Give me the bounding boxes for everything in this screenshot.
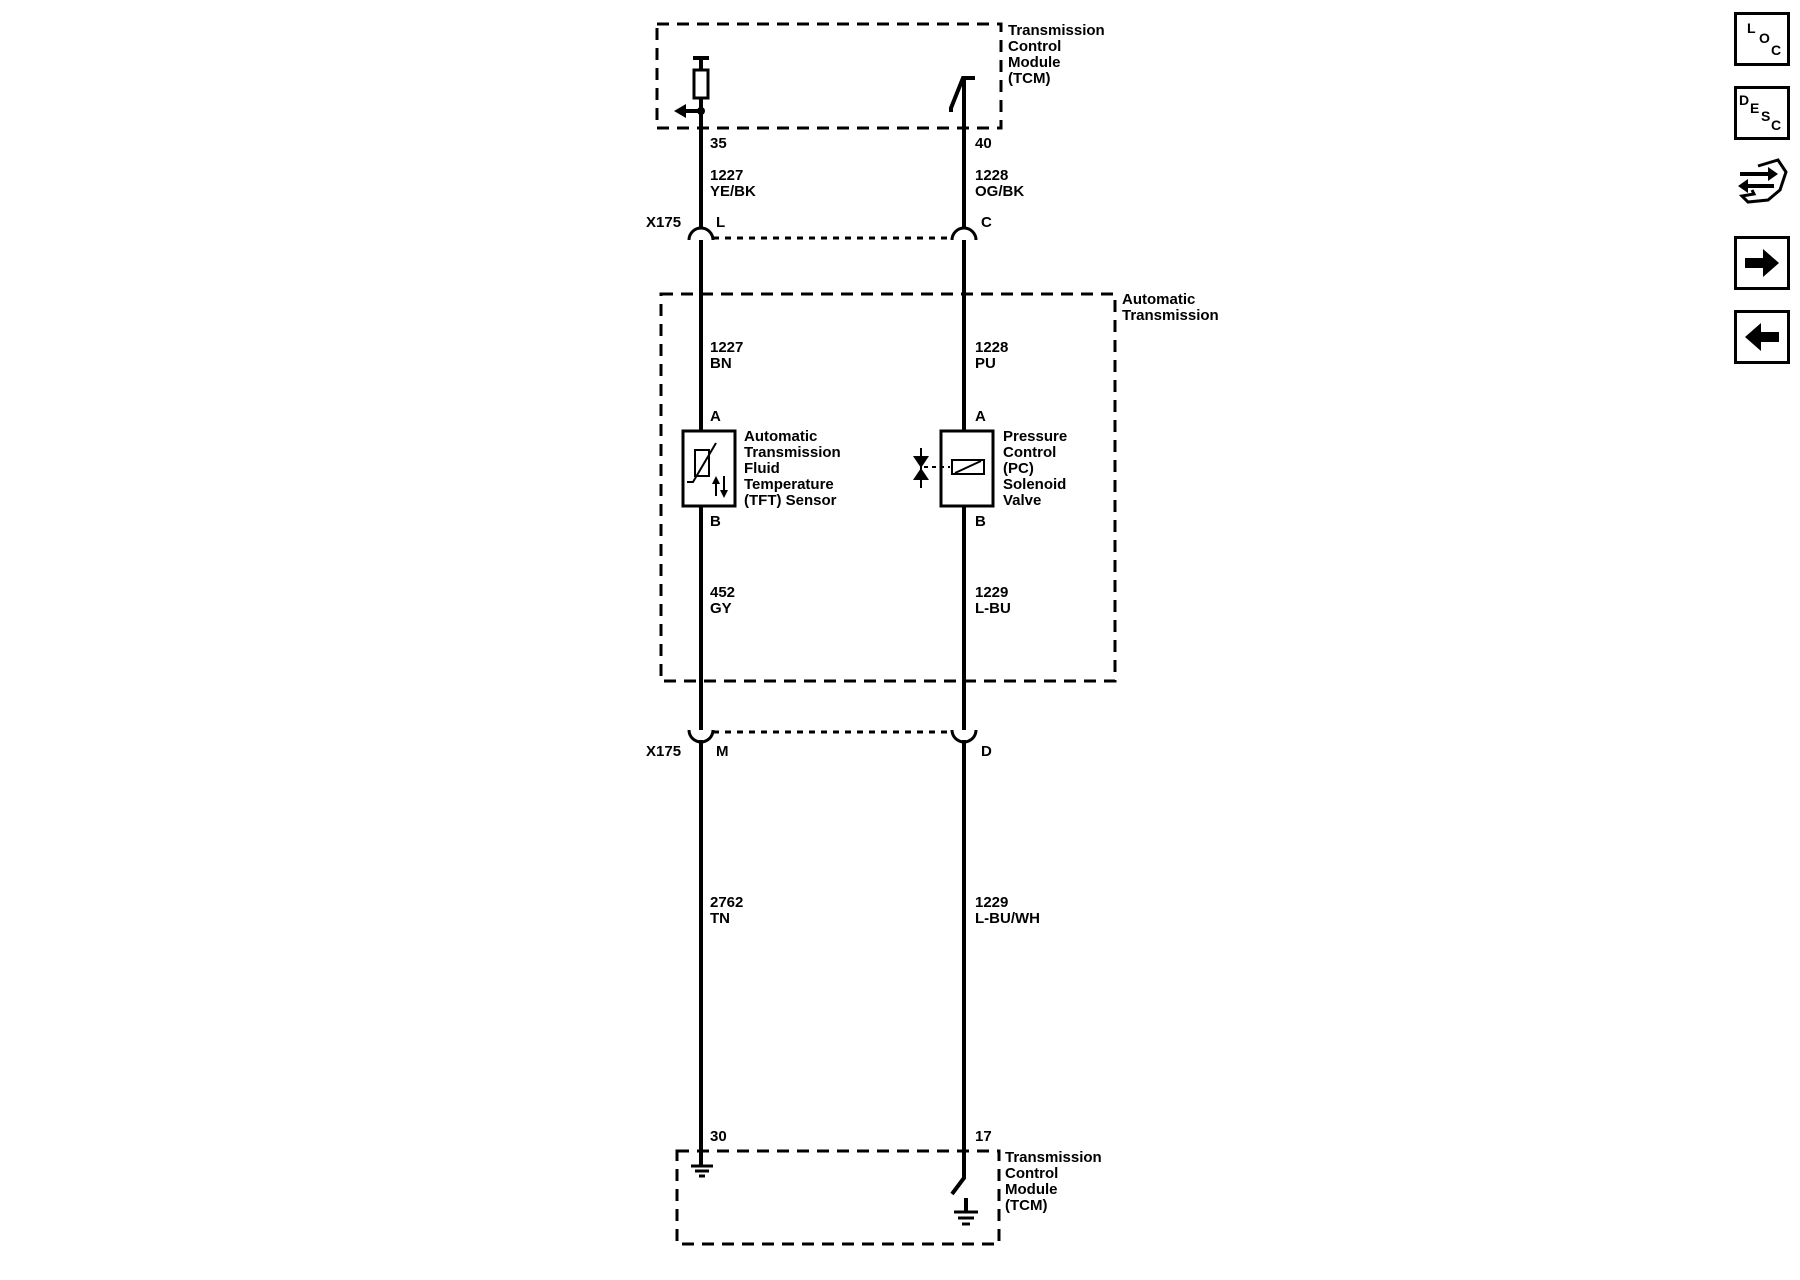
loc-letter-c: C	[1771, 42, 1781, 58]
pc-solenoid-valve: A B Pressure Control (PC) Solenoid Valve	[913, 408, 1067, 530]
tcm-top-label-1: Transmission	[1008, 22, 1105, 39]
tcm-bottom-label-3: Module	[1005, 1181, 1058, 1198]
pin-17: 17	[975, 1128, 992, 1145]
wire-1228-pu-color: PU	[975, 355, 996, 372]
desc-letter-c: C	[1771, 117, 1781, 133]
arrow-left-icon	[1745, 323, 1779, 351]
description-button[interactable]: D E S C	[1734, 86, 1790, 140]
thermistor-icon	[687, 442, 728, 498]
x175-bottom-connector: X175 M D	[646, 729, 992, 760]
wire-1227-bn-color: BN	[710, 355, 732, 372]
tcm-bottom-switch-icon	[950, 1160, 966, 1196]
connector-end-view-button[interactable]	[1734, 156, 1790, 210]
wire-1228-pu-circuit: 1228	[975, 339, 1008, 356]
tcm-top-label-2: Control	[1008, 38, 1061, 55]
x175-top-connector: X175 L C	[646, 214, 992, 241]
ground-right-icon	[954, 1198, 978, 1226]
x175-top-label: X175	[646, 214, 681, 231]
tft-label-2: Transmission	[744, 444, 841, 461]
connector-end-view-icon	[1738, 158, 1788, 204]
pc-pin-a: A	[975, 408, 986, 425]
pc-label-4: Solenoid	[1003, 476, 1066, 493]
tcm-bottom-label-4: (TCM)	[1005, 1197, 1047, 1214]
tft-label-4: Temperature	[744, 476, 834, 493]
pc-pin-b: B	[975, 513, 986, 530]
wire-1227-circuit: 1227	[710, 167, 743, 184]
tft-sensor: A B Automatic Transmission Fluid Tempera…	[681, 408, 841, 530]
pin-40: 40	[975, 135, 992, 152]
tcm-top-switch-icon	[949, 76, 975, 112]
wire-1228-color: OG/BK	[975, 183, 1024, 200]
solenoid-coil-icon	[913, 448, 985, 488]
auto-trans-label-1: Automatic	[1122, 291, 1195, 308]
ground-left-icon	[691, 1164, 713, 1178]
wire-1229-lbuwh-circuit: 1229	[975, 894, 1008, 911]
location-icon: L O C	[1747, 20, 1781, 58]
description-icon: D E S C	[1739, 92, 1781, 133]
tcm-bottom-module: Transmission Control Module (TCM)	[675, 1149, 1102, 1246]
next-button[interactable]	[1734, 236, 1790, 290]
x175-bottom-pin-m: M	[716, 743, 729, 760]
pin-30: 30	[710, 1128, 727, 1145]
wire-1227-color: YE/BK	[710, 183, 756, 200]
tft-pin-a: A	[710, 408, 721, 425]
x175-bottom-label: X175	[646, 743, 681, 760]
pc-label-2: Control	[1003, 444, 1056, 461]
auto-trans-label-2: Transmission	[1122, 307, 1219, 324]
tcm-bottom-label-1: Transmission	[1005, 1149, 1102, 1166]
desc-letter-d: D	[1739, 92, 1749, 108]
tcm-top-label-3: Module	[1008, 54, 1061, 71]
tcm-bottom-label-2: Control	[1005, 1165, 1058, 1182]
tft-label-3: Fluid	[744, 460, 780, 477]
pc-label-5: Valve	[1003, 492, 1041, 509]
x175-top-pin-c: C	[981, 214, 992, 231]
wire-1229-lbu-color: L-BU	[975, 600, 1011, 617]
tcm-top-module: Transmission Control Module (TCM)	[655, 22, 1105, 130]
x175-top-pin-l: L	[716, 214, 725, 231]
tft-label-1: Automatic	[744, 428, 817, 445]
tft-label-5: (TFT) Sensor	[744, 492, 837, 509]
wire-452-circuit: 452	[710, 584, 735, 601]
wire-452-color: GY	[710, 600, 732, 617]
wire-1229-lbuwh-color: L-BU/WH	[975, 910, 1040, 927]
previous-button[interactable]	[1734, 310, 1790, 364]
automatic-transmission-box: Automatic Transmission	[659, 291, 1219, 683]
loc-letter-o: O	[1759, 30, 1770, 46]
wire-1227-bn-circuit: 1227	[710, 339, 743, 356]
tft-pin-b: B	[710, 513, 721, 530]
wire-2762-color: TN	[710, 910, 730, 927]
loc-letter-l: L	[1747, 20, 1756, 36]
pin-35: 35	[710, 135, 727, 152]
pullup-resistor-icon	[674, 56, 710, 118]
wire-1228-circuit: 1228	[975, 167, 1008, 184]
wire-2762-circuit: 2762	[710, 894, 743, 911]
desc-letter-s: S	[1761, 108, 1770, 124]
arrow-right-icon	[1745, 249, 1779, 277]
desc-letter-e: E	[1750, 100, 1759, 116]
pc-label-3: (PC)	[1003, 460, 1034, 477]
wire-1229-lbu-circuit: 1229	[975, 584, 1008, 601]
pc-label-1: Pressure	[1003, 428, 1067, 445]
tcm-top-label-4: (TCM)	[1008, 70, 1050, 87]
x175-bottom-pin-d: D	[981, 743, 992, 760]
location-button[interactable]: L O C	[1734, 12, 1790, 66]
